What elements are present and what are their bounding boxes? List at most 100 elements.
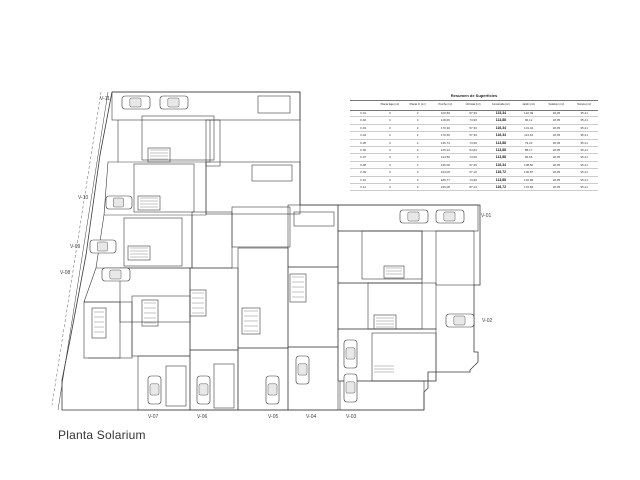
table-cell: 113,88	[495, 177, 506, 182]
stair-v06	[192, 292, 204, 314]
table-cell: 125,12	[440, 147, 450, 152]
table-header-cell: Planta 1ª (m²)	[409, 103, 426, 106]
table-cell: V-11	[360, 184, 366, 189]
table-cell: 18,05	[552, 155, 561, 160]
table-cell: 57,39	[469, 125, 477, 130]
table-cell: V-06	[359, 147, 367, 152]
unit-walls	[83, 91, 479, 411]
table-cell: 132,86	[524, 177, 534, 182]
table-cell: 18,05	[552, 140, 561, 145]
table-cell: 3	[416, 170, 419, 175]
table-cell: V-01	[359, 111, 367, 115]
table-cell: 88,17	[524, 147, 533, 152]
table-cell: 3	[389, 133, 391, 138]
table-cell: 3	[389, 155, 391, 160]
table-cell: 35,41	[580, 111, 588, 115]
car-9	[147, 375, 162, 405]
table-cell: 79,24	[524, 140, 533, 145]
stair-v02	[376, 317, 394, 328]
vivienda-label-v-11: V-11	[100, 96, 110, 102]
table-cell: V-04	[359, 133, 367, 138]
table-header-cell	[350, 100, 376, 110]
table-cell: 115,34	[495, 111, 506, 115]
table-header-cell: Planta baja (m²)	[380, 103, 400, 106]
table-cell: 18,05	[552, 147, 561, 152]
table-cell: 3	[389, 140, 391, 145]
stair-hatches	[94, 149, 402, 373]
table-cell: 118,06	[440, 118, 450, 123]
table-cell: 136,00	[440, 162, 450, 167]
surface-summary-table: Resumen de Superficies Planta baja (m²) P…	[350, 92, 598, 192]
table-cell: 57,39	[469, 133, 477, 138]
table-cell: 57,39	[469, 111, 477, 115]
table-cell: V-03	[359, 125, 367, 130]
table-title: Resumen de Superficies	[350, 92, 598, 101]
table-cell: 35,41	[580, 118, 588, 123]
table-header-cell: Porche (m²)	[438, 103, 453, 106]
table-row: V-04 3 3 170,56 57,39 116,34 114,64 18,05 35,41	[350, 132, 598, 140]
table-cell: 108,82	[524, 162, 534, 167]
car-12	[295, 355, 310, 385]
table-cell: 3	[416, 118, 419, 123]
car-13	[343, 339, 358, 369]
table-cell: 3	[416, 140, 419, 145]
table-cell: 35,41	[580, 133, 588, 138]
stair-v10	[140, 197, 158, 208]
table-header-cell: Terraza (m²)	[577, 103, 592, 106]
table-cell: V-10	[359, 177, 367, 182]
table-cell: 116,34	[495, 133, 506, 138]
table-cell: V-08	[359, 162, 367, 167]
table-cell: 74,96	[469, 118, 477, 123]
table-cell: 122,09	[524, 111, 534, 115]
car-1	[121, 95, 151, 110]
stair-v09	[130, 247, 148, 258]
vivienda-label-v-10: V-10	[78, 195, 89, 201]
table-cell: 3	[416, 177, 419, 182]
table-cell: 226,08	[440, 184, 450, 189]
table-cell: 3	[389, 118, 391, 123]
table-cell: 3	[389, 147, 391, 152]
table-cell: 96,06	[524, 155, 533, 160]
car-3	[105, 195, 133, 210]
table-cell: 170,30	[440, 125, 450, 130]
table-cell: 35,41	[580, 162, 588, 167]
table-cell: 96,12	[524, 118, 533, 123]
car-11	[265, 375, 280, 405]
vivienda-label-v-03: V-03	[346, 414, 357, 420]
vivienda-label-v-07: V-07	[148, 414, 159, 420]
car-10	[196, 375, 211, 405]
table-cell: 3	[416, 111, 419, 115]
vivienda-label-v-05: V-05	[268, 414, 279, 420]
table-cell: 87,43	[469, 184, 477, 189]
table-cell: 3	[416, 133, 419, 138]
table-cell: 54,84	[469, 147, 477, 152]
table-header-cell: Solárium (m²)	[548, 103, 565, 106]
table-cell: 3	[389, 111, 391, 115]
table-cell: 35,41	[580, 155, 588, 160]
table-cell: V-05	[359, 140, 367, 145]
table-cell: 114,64	[524, 133, 534, 138]
table-cell: 116,34	[495, 162, 506, 167]
table-cell: 18,05	[552, 133, 561, 138]
table-cell: 170,56	[440, 133, 450, 138]
table-cell: V-02	[359, 118, 367, 123]
table-cell: 18,05	[552, 118, 561, 123]
table-cell: 3	[416, 184, 419, 189]
table-cell: 176,84	[524, 184, 534, 189]
table-cell: 113,88	[495, 140, 506, 145]
table-cell: 35,41	[580, 184, 588, 189]
table-cell: V-09	[359, 170, 367, 175]
vivienda-label-v-09: V-09	[70, 244, 81, 250]
table-cell: 57,16	[469, 170, 477, 175]
table-cell: 3	[389, 170, 391, 175]
table-cell: 106,87	[524, 170, 534, 175]
table-cell: 136,74	[440, 140, 450, 145]
table-header-cell: Construida (m²)	[491, 103, 510, 106]
